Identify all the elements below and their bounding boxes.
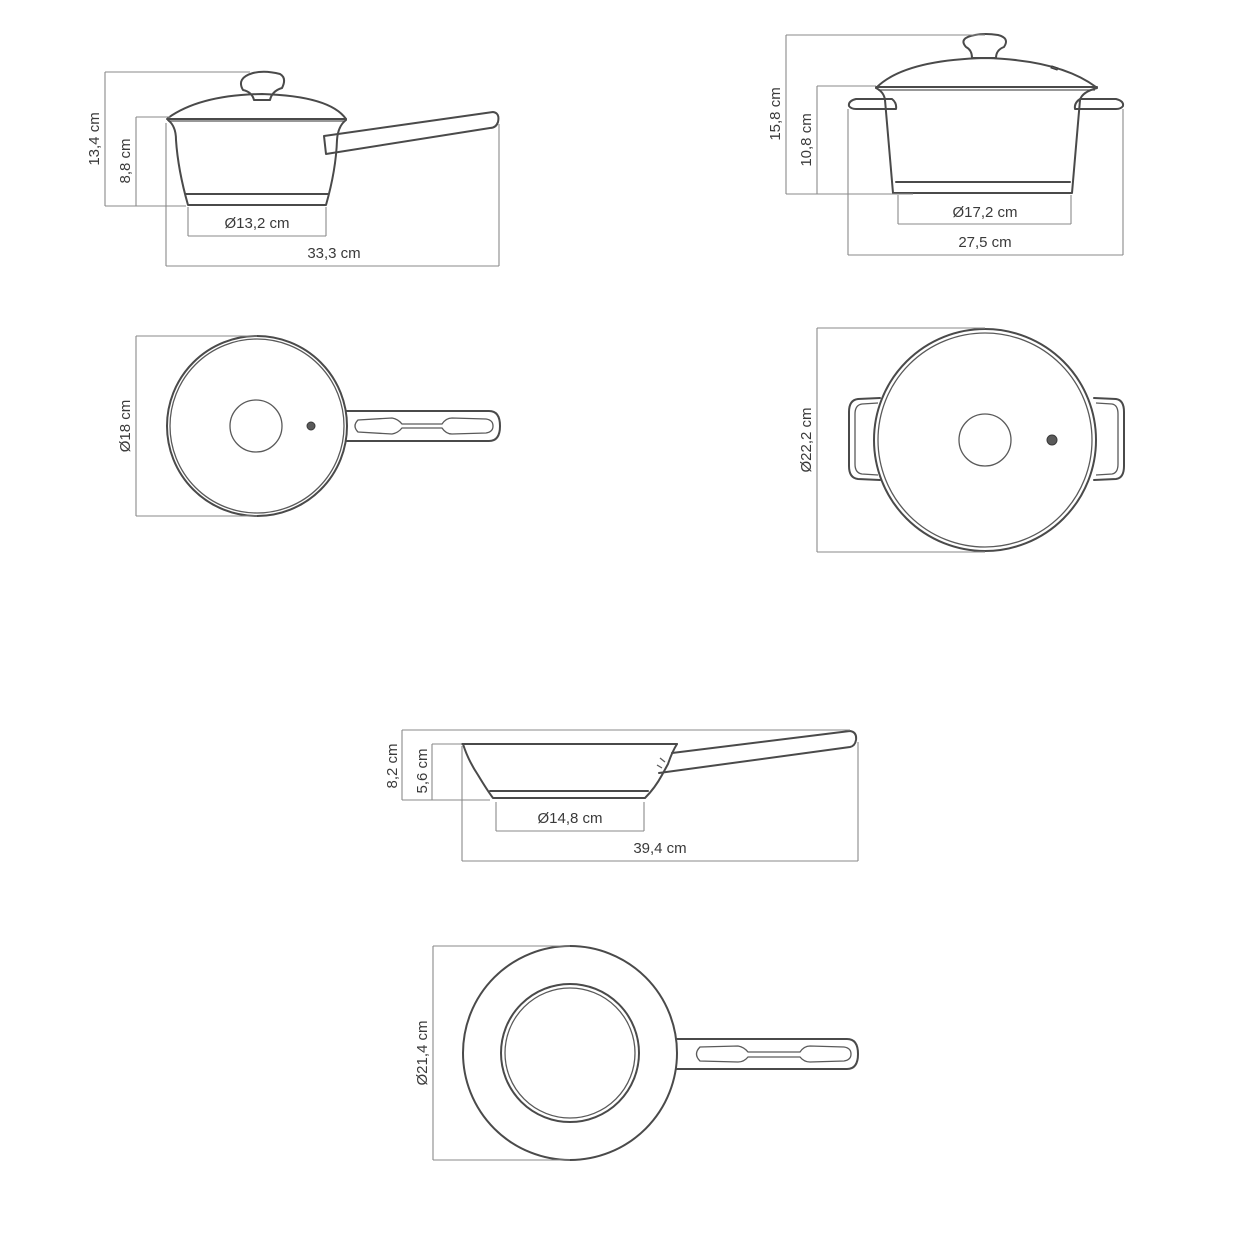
lid-outline (166, 335, 348, 517)
frying-pan-top-view: Ø21,4 cm (414, 945, 859, 1161)
casserole-total-height: 15,8 cm (767, 87, 784, 140)
lid-outline (873, 328, 1097, 552)
steam-vent-icon (306, 421, 316, 431)
frying-pan-total-height: 8,2 cm (384, 743, 401, 788)
frying-pan-side-view: 8,2 cm 5,6 cm Ø14,8 cm 39,4 cm (384, 729, 859, 862)
saucepan-top-diameter: Ø18 cm (117, 400, 134, 453)
frying-pan-top-diameter: Ø21,4 cm (414, 1020, 431, 1085)
saucepan-total-height: 13,4 cm (86, 112, 103, 165)
left-side-handle (847, 98, 898, 110)
lid-dome (876, 57, 1097, 88)
right-handle-top (1093, 397, 1125, 481)
pan-rim-outline (462, 945, 678, 1161)
frying-pan-body-height: 5,6 cm (414, 748, 431, 793)
pan-handle (658, 730, 858, 774)
saucepan-top-view: Ø18 cm (117, 335, 501, 517)
lid-dome (167, 93, 347, 120)
lid-knob-top (229, 399, 283, 453)
pan-body (167, 119, 347, 206)
pan-handle-top (344, 410, 501, 442)
saucepan-body-height: 8,8 cm (117, 138, 134, 183)
pan-handle-top (673, 1038, 859, 1070)
pan-body (462, 743, 678, 799)
pan-handle (323, 111, 500, 155)
casserole-total-width: 27,5 cm (958, 234, 1011, 251)
lid-knob (962, 33, 1007, 59)
lid-knob (240, 70, 286, 101)
casserole-base-diameter: Ø17,2 cm (952, 204, 1017, 221)
lid-knob-top (958, 413, 1012, 467)
casserole-top-view: Ø22,2 cm (798, 327, 1125, 553)
pan-base-outline (500, 983, 640, 1123)
saucepan-base-diameter: Ø13,2 cm (224, 215, 289, 232)
casserole-side-view: 15,8 cm 10,8 cm Ø17,2 cm 27,5 cm (767, 33, 1125, 256)
casserole-body-height: 10,8 cm (798, 113, 815, 166)
left-handle-top (848, 397, 881, 481)
frying-pan-total-length: 39,4 cm (633, 840, 686, 857)
pot-body (875, 87, 1098, 194)
right-side-handle (1073, 98, 1125, 110)
saucepan-total-length: 33,3 cm (307, 245, 360, 262)
frying-pan-base-diameter: Ø14,8 cm (537, 810, 602, 827)
saucepan-side-view: 13,4 cm 8,8 cm Ø13,2 cm 33,3 cm (86, 70, 500, 267)
steam-vent-icon (1046, 434, 1058, 446)
casserole-top-diameter: Ø22,2 cm (798, 407, 815, 472)
